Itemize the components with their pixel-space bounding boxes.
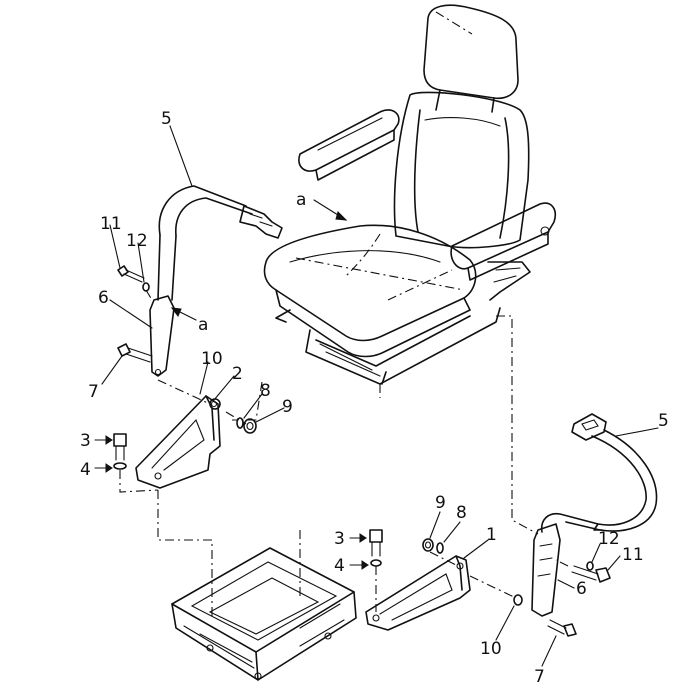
ref-a-seat-label: a bbox=[296, 190, 306, 210]
callout-labels: 5 11 12 6 7 10 2 8 9 3 4 3 4 9 8 1 10 5 … bbox=[80, 109, 669, 687]
callout-4-left: 4 bbox=[80, 460, 91, 480]
callout-7-right: 7 bbox=[534, 667, 545, 687]
right-bracket bbox=[365, 555, 471, 631]
callout-4-right: 4 bbox=[334, 556, 345, 576]
right-nut-9 bbox=[422, 538, 434, 552]
left-belt-anchor-plate bbox=[149, 295, 175, 377]
left-lock-washer-8 bbox=[236, 417, 244, 429]
leader-lines bbox=[94, 125, 659, 667]
right-washer-10 bbox=[513, 594, 523, 606]
callout-12-right: 12 bbox=[598, 529, 620, 549]
right-bolt-3 bbox=[369, 529, 383, 557]
left-belt-bolt-7 bbox=[117, 343, 153, 363]
callout-12-left: 12 bbox=[126, 231, 148, 251]
backrest bbox=[393, 91, 530, 249]
left-seat-belt bbox=[149, 185, 283, 377]
right-belt-anchor-plate bbox=[531, 523, 561, 617]
callout-9-right: 9 bbox=[435, 493, 446, 513]
left-washer-4 bbox=[113, 462, 127, 470]
operator-seat bbox=[263, 4, 556, 385]
right-belt-bolt-7 bbox=[547, 619, 577, 637]
right-belt-buckle bbox=[571, 413, 607, 441]
callout-3-right: 3 bbox=[334, 529, 345, 549]
callout-10-right: 10 bbox=[480, 639, 502, 659]
left-bolt-3 bbox=[113, 433, 127, 461]
seat-frame bbox=[275, 307, 501, 385]
callout-8-right: 8 bbox=[456, 503, 467, 523]
callout-1: 1 bbox=[486, 525, 497, 545]
assembly-centre-lines bbox=[119, 289, 569, 620]
callout-5-right: 5 bbox=[658, 411, 669, 431]
callout-6-left: 6 bbox=[98, 288, 109, 308]
callout-8-left: 8 bbox=[260, 381, 271, 401]
seat-base bbox=[171, 547, 357, 681]
left-armrest bbox=[298, 109, 400, 172]
left-lock-washer-12 bbox=[142, 282, 150, 292]
right-lock-washer-12 bbox=[586, 561, 594, 571]
right-armrest bbox=[450, 202, 556, 270]
callout-9-left: 9 bbox=[282, 397, 293, 417]
callout-7-left: 7 bbox=[88, 382, 99, 402]
ref-a-belt-label: a bbox=[198, 315, 208, 335]
left-belt-buckle-tongue bbox=[239, 205, 283, 239]
callout-11-left: 11 bbox=[100, 214, 122, 234]
right-seat-belt bbox=[531, 413, 658, 617]
right-lock-washer-8 bbox=[436, 542, 444, 554]
left-belt-bolt-11 bbox=[117, 265, 145, 283]
callout-11-right: 11 bbox=[622, 545, 644, 565]
left-nut-9 bbox=[243, 418, 257, 434]
callout-2: 2 bbox=[232, 364, 243, 384]
left-bracket bbox=[135, 395, 221, 489]
callout-3-left: 3 bbox=[80, 431, 91, 451]
callout-5-left: 5 bbox=[161, 109, 172, 129]
callout-6-right: 6 bbox=[576, 579, 587, 599]
headrest bbox=[423, 4, 519, 100]
callout-10-left: 10 bbox=[201, 349, 223, 369]
right-belt-bolt-11 bbox=[571, 565, 611, 583]
right-washer-4 bbox=[370, 559, 382, 567]
